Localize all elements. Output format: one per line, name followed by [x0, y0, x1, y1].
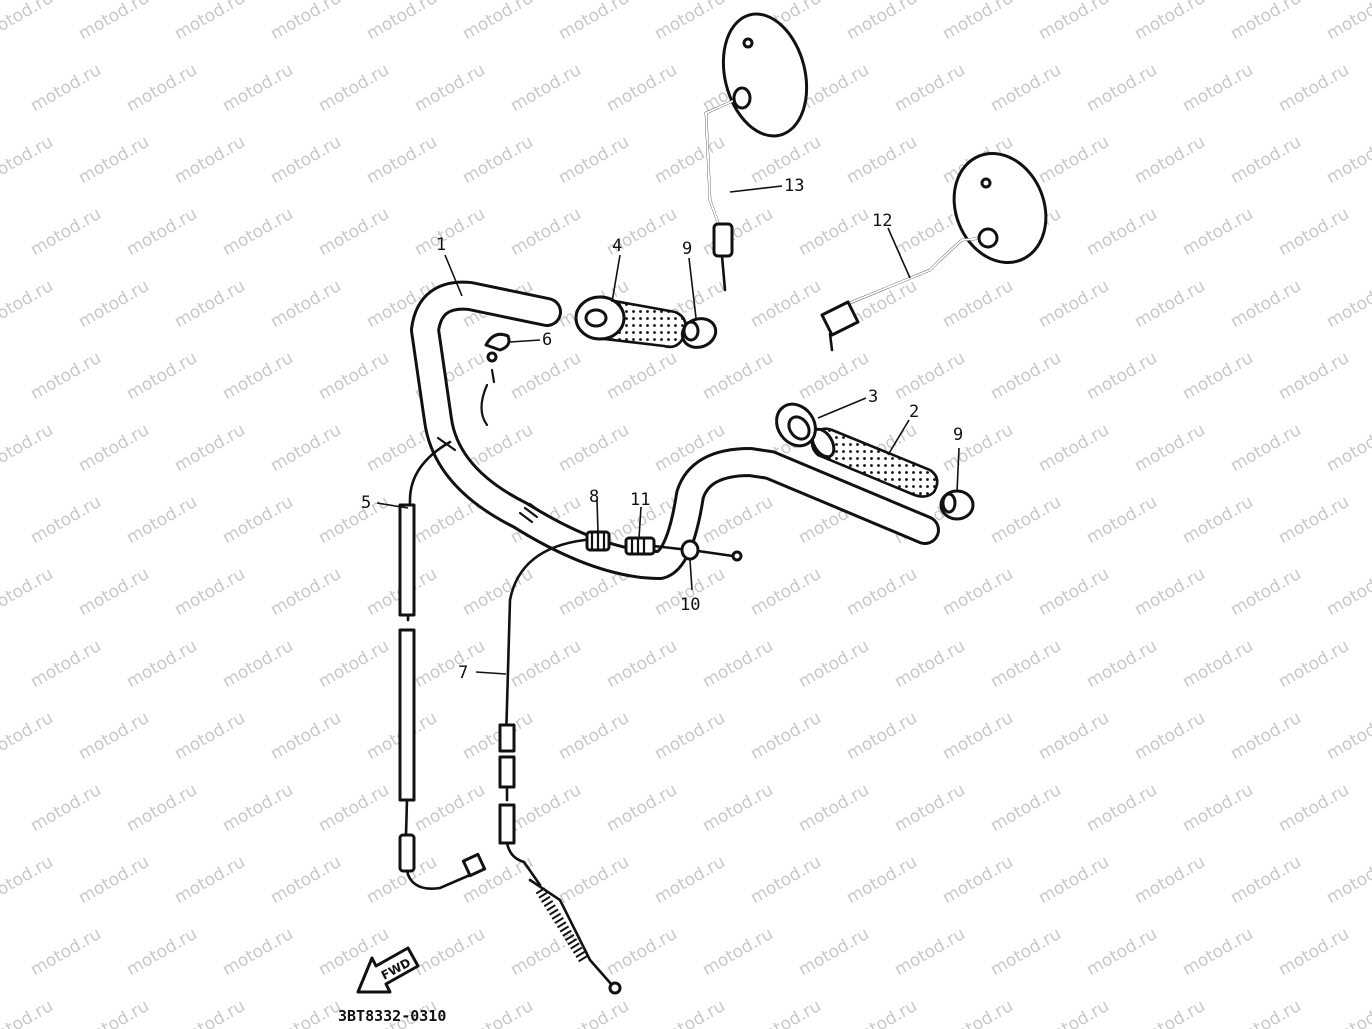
callout-labels: 1 2 3 4 5 6 7 8 9 9 10 11 12 13 [361, 176, 963, 683]
right-grip [810, 427, 939, 498]
cable-clip [480, 332, 511, 427]
fwd-arrow-icon: FWD [356, 946, 420, 994]
callout-7: 7 [458, 663, 468, 683]
callout-6: 6 [542, 330, 552, 350]
throttle-cable [498, 538, 622, 995]
callout-9-lower: 9 [953, 425, 963, 445]
callout-1: 1 [436, 235, 446, 255]
callout-12: 12 [872, 211, 892, 231]
callout-3: 3 [868, 387, 878, 407]
leader-lines [376, 185, 960, 675]
callout-13: 13 [784, 176, 804, 196]
callout-10: 10 [680, 595, 700, 615]
bar-end-weight-left [680, 317, 718, 349]
mirror-right [820, 152, 1048, 352]
callout-9-upper: 9 [682, 239, 692, 259]
clutch-cable [398, 436, 487, 890]
throttle-grip [574, 295, 687, 349]
callout-8: 8 [589, 487, 599, 507]
cable-adjusters [585, 530, 743, 562]
callout-5: 5 [361, 493, 371, 513]
mirror-left [704, 12, 809, 292]
bar-end-weight-right [939, 489, 975, 521]
callout-2: 2 [909, 402, 919, 422]
handlebar [410, 280, 940, 580]
part-code: 3BT8332-0310 [338, 1007, 446, 1025]
callout-4: 4 [612, 236, 622, 256]
callout-11: 11 [630, 490, 650, 510]
grip-end-cap [775, 402, 817, 448]
